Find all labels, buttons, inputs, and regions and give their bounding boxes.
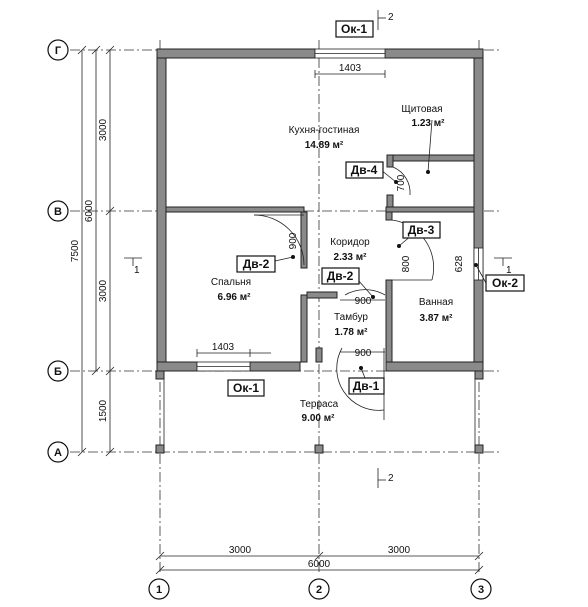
grid-bubble-2: 2 bbox=[308, 578, 330, 600]
dim-3000-top: 3000 bbox=[98, 118, 109, 141]
window-dimension-lines bbox=[196, 70, 386, 357]
room-kitchen-name: Кухня-гостиная bbox=[289, 125, 360, 136]
tag-dv1: Дв-1 bbox=[348, 377, 385, 395]
grid-bubble-a: А bbox=[47, 441, 69, 463]
windows bbox=[196, 48, 484, 372]
door-dim-bedroom: 900 bbox=[288, 232, 299, 249]
grid-bubble-g: Г bbox=[47, 39, 69, 61]
tag-ok1-bottom: Ок-1 bbox=[227, 379, 265, 397]
svg-text:Ок-2: Ок-2 bbox=[492, 276, 518, 290]
svg-text:А: А bbox=[54, 447, 62, 459]
svg-text:1: 1 bbox=[134, 265, 140, 276]
tag-dv2-left: Дв-2 bbox=[236, 255, 276, 273]
room-bath-name: Ванная bbox=[419, 297, 453, 308]
room-bath-area: 3.87 м² bbox=[420, 313, 454, 324]
svg-text:Б: Б bbox=[54, 366, 62, 378]
room-tambur-area: 1.78 м² bbox=[335, 327, 369, 338]
tag-ok1-top: Ок-1 bbox=[335, 20, 374, 38]
room-shield-area: 1.23 м² bbox=[412, 118, 446, 129]
window-dim-bottom: 1403 bbox=[212, 342, 235, 353]
section-marker-2-top: 2 bbox=[377, 10, 394, 30]
dim-1500: 1500 bbox=[98, 399, 109, 422]
tag-ok2: Ок-2 bbox=[485, 274, 525, 292]
svg-text:2: 2 bbox=[388, 473, 394, 484]
svg-text:Дв-2: Дв-2 bbox=[243, 257, 270, 271]
dim-3000-mid: 3000 bbox=[98, 279, 109, 302]
svg-text:Ок-1: Ок-1 bbox=[341, 22, 367, 36]
tag-dv4: Дв-4 bbox=[345, 161, 384, 179]
door-dim-terrace: 900 bbox=[355, 348, 372, 359]
axis-lines bbox=[70, 40, 500, 575]
doors bbox=[253, 166, 435, 420]
svg-text:Дв-1: Дв-1 bbox=[353, 379, 380, 393]
room-kitchen-area: 14.89 м² bbox=[305, 140, 344, 151]
grid-bubble-1: 1 bbox=[148, 578, 170, 600]
window-dim-top: 1403 bbox=[339, 63, 362, 74]
room-terrace-area: 9.00 м² bbox=[302, 413, 336, 424]
door-dim-bath: 800 bbox=[401, 255, 412, 272]
walls bbox=[156, 48, 484, 372]
svg-text:Дв-2: Дв-2 bbox=[327, 269, 354, 283]
room-bedroom-name: Спальня bbox=[211, 277, 251, 288]
dim-7500: 7500 bbox=[70, 239, 81, 262]
dim-6000-vertical: 6000 bbox=[84, 199, 95, 222]
door-dim-tambur: 900 bbox=[355, 296, 372, 307]
svg-text:3: 3 bbox=[478, 584, 484, 596]
grid-bubble-3: 3 bbox=[470, 578, 492, 600]
svg-text:2: 2 bbox=[316, 584, 322, 596]
room-bedroom-area: 6.96 м² bbox=[218, 292, 252, 303]
tag-dv2-mid: Дв-2 bbox=[321, 267, 360, 285]
grid-bubble-b: Б bbox=[47, 360, 69, 382]
room-shield-name: Щитовая bbox=[401, 104, 442, 115]
door-dim-shield: 700 bbox=[396, 174, 407, 191]
window-dim-side: 628 bbox=[454, 255, 465, 272]
svg-text:Дв-3: Дв-3 bbox=[408, 223, 435, 237]
svg-text:1: 1 bbox=[506, 265, 512, 276]
svg-text:Г: Г bbox=[55, 45, 62, 57]
dim-6000-horizontal: 6000 bbox=[308, 559, 331, 570]
room-corridor-area: 2.33 м² bbox=[334, 252, 368, 263]
svg-text:Дв-4: Дв-4 bbox=[351, 163, 378, 177]
room-corridor-name: Коридор bbox=[330, 237, 370, 248]
svg-text:Ок-1: Ок-1 bbox=[233, 381, 259, 395]
leader-lines bbox=[274, 119, 487, 384]
room-tambur-name: Тамбур bbox=[334, 311, 368, 323]
svg-text:2: 2 bbox=[388, 12, 394, 23]
svg-text:1: 1 bbox=[156, 584, 162, 596]
bottom-dimension-chains bbox=[155, 551, 484, 575]
section-marker-2-bottom: 2 bbox=[377, 468, 394, 488]
tag-dv3: Дв-3 bbox=[402, 221, 441, 239]
svg-text:В: В bbox=[54, 206, 62, 218]
section-marker-1-right: 1 bbox=[494, 257, 512, 276]
left-dimension-chains bbox=[77, 45, 115, 457]
room-terrace-name: Терраса bbox=[300, 399, 339, 410]
section-marker-1-left: 1 bbox=[124, 257, 142, 276]
grid-bubble-v: В bbox=[47, 200, 69, 222]
terrace-posts bbox=[155, 370, 484, 454]
dim-3000-left: 3000 bbox=[229, 545, 252, 556]
dim-3000-right: 3000 bbox=[388, 545, 411, 556]
